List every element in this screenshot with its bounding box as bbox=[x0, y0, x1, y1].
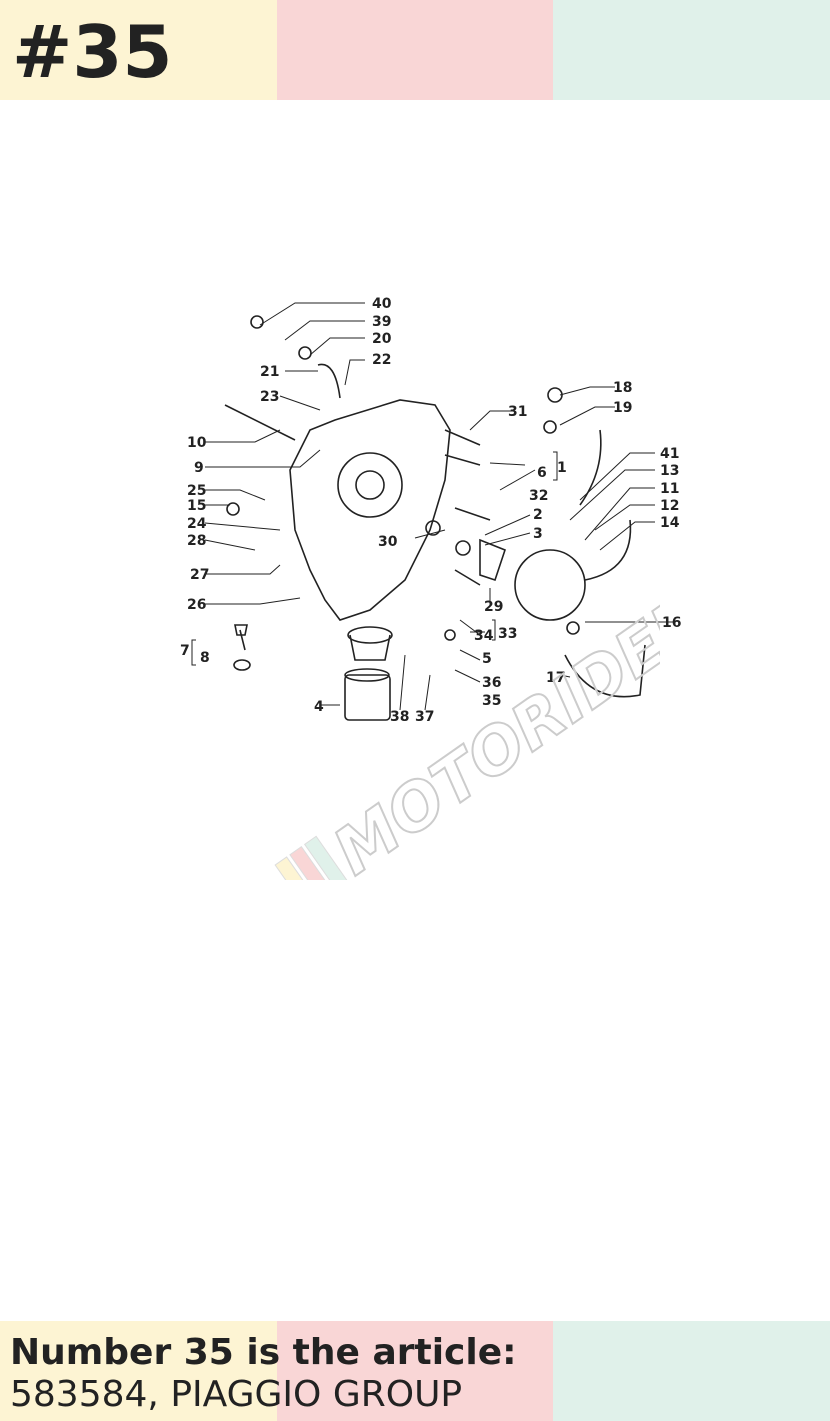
dipstick bbox=[234, 624, 248, 651]
callout-39: 39 bbox=[372, 314, 391, 330]
footer-heading: Number 35 is the article: bbox=[10, 1332, 517, 1373]
callout-26: 26 bbox=[187, 597, 206, 613]
header-band bbox=[0, 0, 830, 100]
callout-labels: 40 39 20 21 22 23 10 9 25 15 24 28 27 26… bbox=[180, 296, 681, 725]
callout-30: 30 bbox=[378, 534, 398, 550]
footer: Number 35 is the article: 583584, PIAGGI… bbox=[10, 1331, 517, 1415]
callout-28: 28 bbox=[187, 533, 206, 549]
callout-22: 22 bbox=[372, 352, 391, 368]
callout-36: 36 bbox=[482, 675, 501, 691]
callout-41: 41 bbox=[660, 446, 679, 462]
callout-10: 10 bbox=[187, 435, 207, 451]
water-pump-body bbox=[514, 549, 586, 621]
callout-5: 5 bbox=[482, 651, 492, 667]
band-pink bbox=[276, 0, 554, 100]
footer-article: 583584, PIAGGIO GROUP bbox=[10, 1374, 463, 1415]
callout-8: 8 bbox=[200, 650, 210, 666]
callout-1: 1 bbox=[557, 460, 567, 476]
exploded-parts-diagram: 40 39 20 21 22 23 10 9 25 15 24 28 27 26… bbox=[180, 296, 681, 725]
callout-4: 4 bbox=[314, 699, 324, 715]
callout-21: 21 bbox=[260, 364, 279, 380]
pipe-21 bbox=[317, 363, 341, 399]
callout-16: 16 bbox=[662, 615, 681, 631]
callout-25: 25 bbox=[187, 483, 206, 499]
callout-19: 19 bbox=[613, 400, 632, 416]
callout-18: 18 bbox=[613, 380, 632, 396]
callout-38: 38 bbox=[390, 709, 409, 725]
callout-35: 35 bbox=[482, 693, 501, 709]
callout-33: 33 bbox=[498, 626, 517, 642]
callout-7: 7 bbox=[180, 643, 190, 659]
callout-3: 3 bbox=[533, 526, 543, 542]
bolt-10 bbox=[224, 404, 296, 441]
hose-14 bbox=[584, 519, 632, 581]
callout-13: 13 bbox=[660, 463, 679, 479]
cover-boss bbox=[337, 452, 403, 518]
watermark-logo: MOTORIDER bbox=[274, 579, 660, 880]
callout-20: 20 bbox=[372, 331, 392, 347]
callout-32: 32 bbox=[529, 488, 548, 504]
callout-24: 24 bbox=[187, 516, 207, 532]
callout-34: 34 bbox=[474, 628, 494, 644]
callout-9: 9 bbox=[194, 460, 204, 476]
hose-17 bbox=[564, 644, 646, 698]
watermark-text: MOTORIDER bbox=[321, 580, 660, 880]
callout-27: 27 bbox=[190, 567, 209, 583]
callout-40: 40 bbox=[372, 296, 392, 312]
callout-6: 6 bbox=[537, 465, 547, 481]
impeller bbox=[479, 538, 506, 582]
callout-15: 15 bbox=[187, 498, 206, 514]
callout-31: 31 bbox=[508, 404, 527, 420]
band-yellow bbox=[0, 0, 277, 100]
callout-37: 37 bbox=[415, 709, 434, 725]
leader-lines bbox=[204, 302, 675, 711]
engine-cover-outline bbox=[289, 399, 451, 621]
hose-19 bbox=[579, 429, 602, 506]
band-green bbox=[553, 0, 830, 100]
callout-11: 11 bbox=[660, 481, 679, 497]
oil-filter bbox=[344, 674, 391, 721]
callout-2: 2 bbox=[533, 507, 543, 523]
footer-band bbox=[0, 1321, 830, 1421]
callout-29: 29 bbox=[484, 599, 503, 615]
filter-neck bbox=[347, 626, 393, 644]
callout-23: 23 bbox=[260, 389, 279, 405]
callout-17: 17 bbox=[546, 670, 565, 686]
callout-14: 14 bbox=[660, 515, 680, 531]
article-number-tag: #35 bbox=[12, 10, 173, 94]
callout-12: 12 bbox=[660, 498, 679, 514]
